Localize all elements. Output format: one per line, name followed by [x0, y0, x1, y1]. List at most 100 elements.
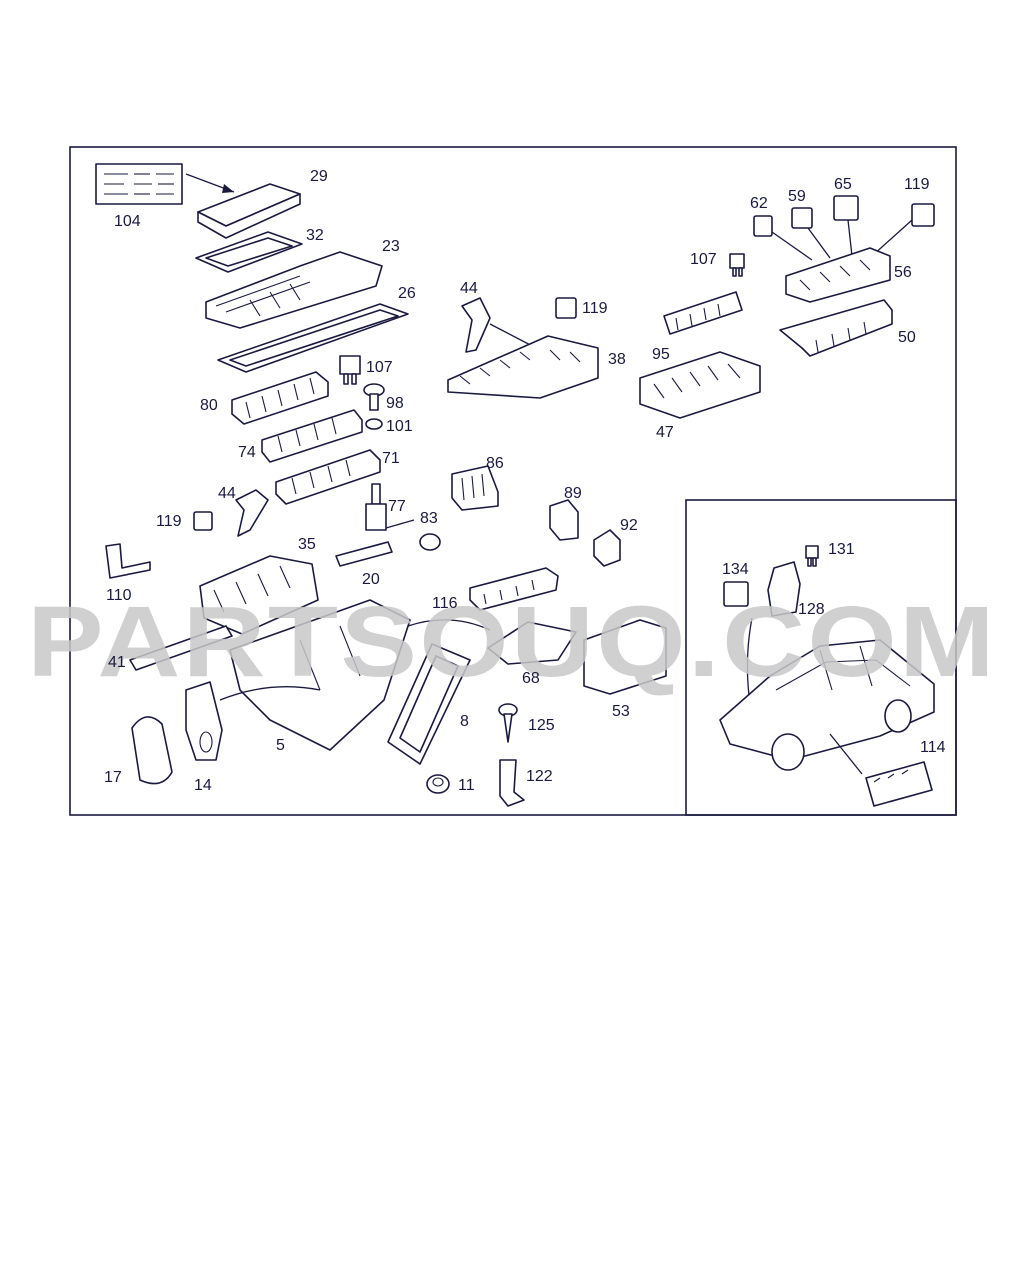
callout-38: 38: [608, 351, 626, 368]
callout-59: 59: [788, 188, 806, 205]
arrow-114-to-car: [829, 733, 863, 775]
part-134-relay[interactable]: [723, 581, 749, 607]
callout-86: 86: [486, 455, 504, 472]
callout-20: 20: [362, 571, 380, 588]
callout-128: 128: [798, 601, 825, 618]
part-68-plate[interactable]: [487, 621, 577, 665]
callout-41: 41: [108, 654, 126, 671]
callout-119-left: 119: [156, 513, 182, 530]
part-8-frame[interactable]: [387, 643, 471, 765]
part-41-rail[interactable]: [129, 625, 233, 671]
part-20-clip-strip[interactable]: [335, 541, 393, 567]
part-86-connector[interactable]: [451, 465, 499, 511]
part-26-gasket[interactable]: [217, 303, 409, 373]
part-74-relay-plate[interactable]: [261, 409, 363, 463]
part-53-control-unit[interactable]: [583, 619, 667, 695]
callout-62: 62: [750, 195, 768, 212]
callout-47: 47: [656, 424, 674, 441]
part-56-relay-carrier[interactable]: [785, 247, 891, 303]
part-80-fuse-carrier[interactable]: [231, 371, 329, 425]
callout-53: 53: [612, 703, 630, 720]
inset-frame: [685, 499, 957, 816]
callout-35: 35: [298, 536, 316, 553]
part-62-relay[interactable]: [753, 215, 773, 237]
callout-65: 65: [834, 176, 852, 193]
callout-23: 23: [382, 238, 400, 255]
part-119-relay-right[interactable]: [911, 203, 935, 227]
part-89-connector[interactable]: [549, 499, 579, 541]
callout-125: 125: [528, 717, 555, 734]
part-14-holder[interactable]: [185, 681, 223, 761]
part-44-bracket-left[interactable]: [235, 489, 269, 537]
leaders-relays: [771, 219, 913, 261]
callout-26: 26: [398, 285, 416, 302]
callout-104: 104: [114, 213, 141, 230]
callout-134: 134: [722, 561, 749, 578]
part-17-cap[interactable]: [131, 716, 173, 785]
part-107-fuse-right[interactable]: [729, 253, 745, 277]
part-92-connector[interactable]: [593, 529, 621, 567]
callout-77: 77: [388, 498, 406, 515]
part-23-26-box-cover[interactable]: [205, 251, 383, 329]
part-44-bracket-top[interactable]: [461, 297, 491, 353]
part-11-grommet[interactable]: [426, 774, 450, 794]
watermark: PARTSOUQ.COM: [27, 586, 997, 698]
callout-92: 92: [620, 517, 638, 534]
car-illustration: [719, 639, 935, 771]
callout-44-left: 44: [218, 485, 236, 502]
callout-107-right: 107: [690, 251, 717, 268]
callout-56: 56: [894, 264, 912, 281]
part-114-battery-unit[interactable]: [865, 761, 933, 807]
callout-119-top: 119: [582, 300, 608, 317]
callout-32: 32: [306, 227, 324, 244]
callout-8: 8: [460, 713, 469, 730]
part-131-fuse[interactable]: [805, 545, 819, 567]
callout-89: 89: [564, 485, 582, 502]
callout-17: 17: [104, 769, 122, 786]
callout-80: 80: [200, 397, 218, 414]
callout-5: 5: [276, 737, 285, 754]
part-77-stud[interactable]: [365, 483, 387, 531]
part-50-rail[interactable]: [779, 299, 893, 357]
callout-95: 95: [652, 346, 670, 363]
part-110-clip[interactable]: [105, 543, 151, 579]
part-101-washer[interactable]: [365, 418, 383, 430]
arrow-5: [219, 686, 321, 701]
part-122-bracket[interactable]: [499, 759, 525, 807]
part-29-cover[interactable]: [197, 183, 301, 239]
callout-101: 101: [386, 418, 413, 435]
callout-116: 116: [432, 595, 458, 612]
callout-68: 68: [522, 670, 540, 687]
part-38-fuse-box[interactable]: [447, 335, 599, 399]
part-107-fuse[interactable]: [339, 355, 361, 385]
callout-71: 71: [382, 450, 400, 467]
part-47-relay-box[interactable]: [639, 351, 761, 419]
callout-44-top: 44: [460, 280, 478, 297]
part-35-fuse-holder[interactable]: [199, 555, 319, 635]
part-65-relay[interactable]: [833, 195, 859, 221]
part-32-gasket[interactable]: [195, 231, 303, 273]
part-98-screw[interactable]: [363, 383, 385, 411]
callout-119-right: 119: [904, 176, 930, 193]
callout-107-left: 107: [366, 359, 393, 376]
callout-83: 83: [420, 510, 438, 527]
arrowhead-104: [222, 184, 234, 193]
part-83-screw[interactable]: [419, 533, 441, 551]
callout-122: 122: [526, 768, 553, 785]
callout-98: 98: [386, 395, 404, 412]
callout-50: 50: [898, 329, 916, 346]
part-5-bracket[interactable]: [229, 599, 411, 751]
part-95-connector[interactable]: [663, 291, 743, 335]
callout-14: 14: [194, 777, 212, 794]
part-104-label-sticker[interactable]: [95, 163, 183, 205]
part-71-relay-plate[interactable]: [275, 449, 381, 505]
part-116-connector-strip[interactable]: [469, 567, 559, 611]
part-119-relay-top[interactable]: [555, 297, 577, 319]
callout-74: 74: [238, 444, 256, 461]
callout-114: 114: [920, 739, 946, 756]
part-119-relay-left[interactable]: [193, 511, 213, 531]
part-128-holder[interactable]: [767, 561, 801, 617]
part-125-screw[interactable]: [498, 703, 518, 743]
part-59-relay[interactable]: [791, 207, 813, 229]
